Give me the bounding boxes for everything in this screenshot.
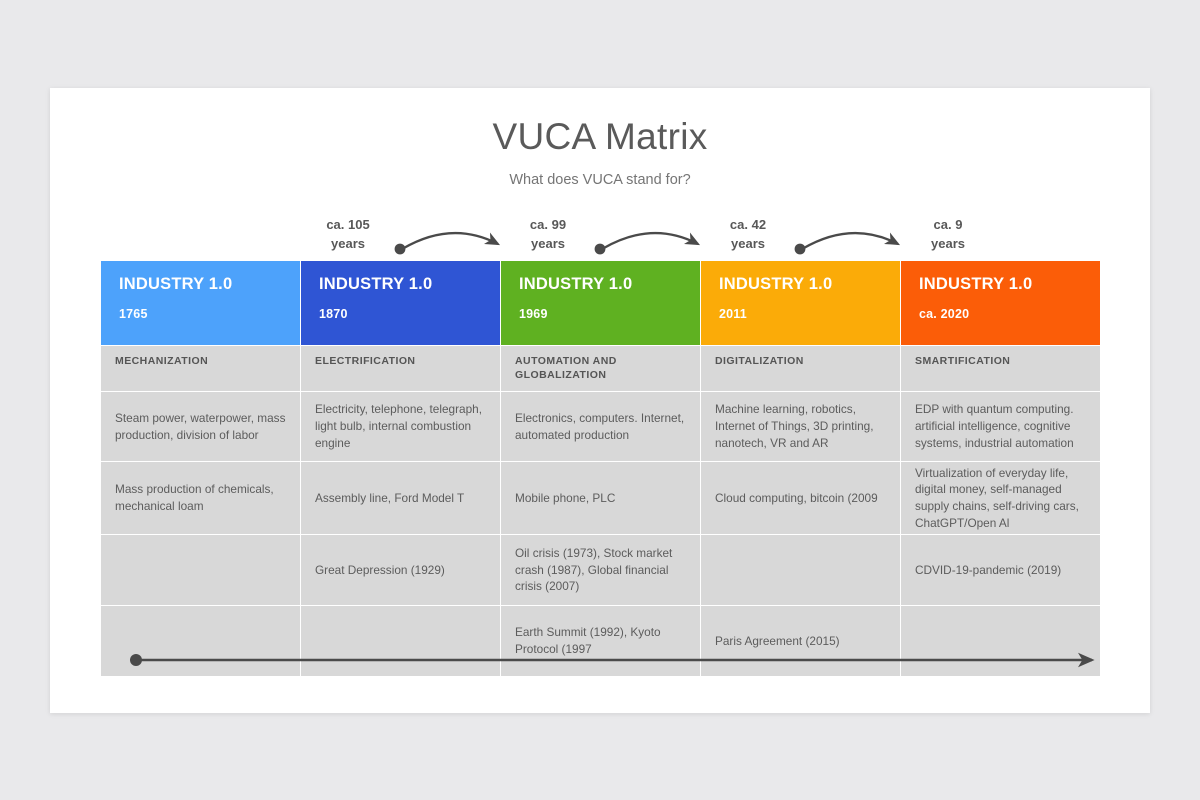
- cell-c2-r3-text: Great Depression (1929): [315, 562, 445, 577]
- cell-c1-r3: [101, 535, 300, 605]
- cell-c4-r3: [701, 535, 900, 605]
- column-label-3: AUTOMATION AND GLOBALIZATION: [501, 346, 700, 391]
- cell-c4-r4-text: Paris Agreement (2015): [715, 633, 840, 648]
- interval-label-3-line2: years: [731, 235, 765, 251]
- cell-c3-r3-text: Oil crisis (1973), Stock market crash (1…: [515, 545, 673, 594]
- cell-c5-r1: EDP with quantum computing. artificial i…: [901, 392, 1100, 461]
- interval-label-1-line1: ca. 105: [326, 217, 370, 232]
- column-header-2-title: INDUSTRY 1.0: [319, 275, 433, 293]
- interval-label-2: ca. 99 years: [500, 216, 596, 254]
- column-header-5-year: ca. 2020: [919, 307, 970, 322]
- interval-arrow-2: [594, 231, 701, 255]
- column-header-5-title: INDUSTRY 1.0: [919, 275, 1033, 293]
- cell-c3-r1: Electronics, computers. Internet, automa…: [501, 392, 700, 461]
- timeline-arrow: [100, 648, 1110, 672]
- column-header-4-year: 2011: [719, 307, 747, 322]
- column-header-3[interactable]: INDUSTRY 1.0 1969: [501, 261, 700, 345]
- interval-arrow-3: [794, 231, 901, 255]
- cell-c4-r2-text: Cloud computing, bitcoin (2009: [715, 490, 878, 505]
- interval-label-2-line2: years: [531, 235, 565, 251]
- cell-c4-r3-text: [715, 535, 886, 605]
- column-header-2-year: 1870: [319, 307, 348, 322]
- column-header-1[interactable]: INDUSTRY 1.0 1765: [101, 261, 300, 345]
- interval-label-4-line2: years: [931, 235, 965, 251]
- column-header-3-year: 1969: [519, 307, 548, 322]
- column-label-5: SMARTIFICATION: [901, 346, 1100, 391]
- column-header-1-year: 1765: [119, 307, 148, 322]
- cell-c5-r3: CDVID-19-pandemic (2019): [901, 535, 1100, 605]
- cell-c4-r4: Paris Agreement (2015): [701, 606, 900, 676]
- page-subtitle: What does VUCA stand for?: [509, 172, 691, 189]
- column-header-4[interactable]: INDUSTRY 1.0 2011: [701, 261, 900, 345]
- interval-arrows-svg: [394, 231, 901, 255]
- table-row: Mass production of chemicals, mechanical…: [101, 462, 1100, 534]
- column-label-1: MECHANIZATION: [101, 346, 300, 391]
- table-row-headers: INDUSTRY 1.0 1765 INDUSTRY 1.0 1870 INDU…: [101, 261, 1100, 345]
- table-row-labels: MECHANIZATION ELECTRIFICATION AUTOMATION…: [101, 346, 1100, 391]
- cell-c3-r2: Mobile phone, PLC: [501, 462, 700, 534]
- table-row: Earth Summit (1992), Kyoto Protocol (199…: [101, 606, 1100, 676]
- cell-c5-r2-text: Virtualization of everyday life, digital…: [915, 465, 1079, 530]
- interval-label-3: ca. 42 years: [700, 216, 796, 254]
- column-label-2: ELECTRIFICATION: [301, 346, 500, 391]
- cell-c3-r1-text: Electronics, computers. Internet, automa…: [515, 410, 685, 442]
- cell-c5-r4: [901, 606, 1100, 676]
- page-title: VUCA Matrix: [492, 116, 708, 157]
- table-row: Steam power, waterpower, mass production…: [101, 392, 1100, 461]
- interval-arrow-1: [394, 231, 501, 255]
- table-row: Great Depression (1929) Oil crisis (1973…: [101, 535, 1100, 605]
- interval-label-4-line1: ca. 9: [933, 217, 963, 232]
- cell-c4-r1-text: Machine learning, robotics, Internet of …: [715, 402, 874, 450]
- vuca-matrix-table: INDUSTRY 1.0 1765 INDUSTRY 1.0 1870 INDU…: [100, 260, 1101, 677]
- cell-c3-r4-text: Earth Summit (1992), Kyoto Protocol (199…: [515, 625, 661, 656]
- cell-c1-r1-text: Steam power, waterpower, mass production…: [115, 410, 286, 442]
- column-header-3-title: INDUSTRY 1.0: [519, 275, 633, 293]
- interval-label-3-line1: ca. 42: [729, 217, 767, 232]
- cell-c2-r1-text: Electricity, telephone, telegraph, light…: [315, 402, 482, 450]
- cell-c3-r2-text: Mobile phone, PLC: [515, 490, 616, 505]
- cell-c1-r2: Mass production of chemicals, mechanical…: [101, 462, 300, 534]
- interval-arrows-band: ca. 105 years ca. 99 years ca. 42 years …: [100, 216, 1100, 261]
- cell-c5-r3-text: CDVID-19-pandemic (2019): [915, 562, 1062, 577]
- interval-label-2-line1: ca. 99: [529, 217, 567, 232]
- interval-label-1-line2: years: [331, 235, 365, 251]
- cell-c5-r2: Virtualization of everyday life, digital…: [901, 462, 1100, 534]
- cell-c3-r4: Earth Summit (1992), Kyoto Protocol (199…: [501, 606, 700, 676]
- timeline-start-dot: [130, 654, 142, 666]
- cell-c3-r3: Oil crisis (1973), Stock market crash (1…: [501, 535, 700, 605]
- cell-c2-r4: [301, 606, 500, 676]
- cell-c1-r3-text: [115, 535, 286, 605]
- cell-c2-r3: Great Depression (1929): [301, 535, 500, 605]
- cell-c1-r1: Steam power, waterpower, mass production…: [101, 392, 300, 461]
- cell-c4-r1: Machine learning, robotics, Internet of …: [701, 392, 900, 461]
- interval-label-1: ca. 105 years: [300, 216, 396, 254]
- column-header-2[interactable]: INDUSTRY 1.0 1870: [301, 261, 500, 345]
- slide-canvas: VUCA Matrix What does VUCA stand for?: [50, 88, 1150, 713]
- cell-c4-r2: Cloud computing, bitcoin (2009: [701, 462, 900, 534]
- cell-c1-r2-text: Mass production of chemicals, mechanical…: [115, 482, 274, 513]
- cell-c2-r2-text: Assembly line, Ford Model T: [315, 490, 465, 505]
- column-header-4-title: INDUSTRY 1.0: [719, 275, 833, 293]
- cell-c2-r2: Assembly line, Ford Model T: [301, 462, 500, 534]
- column-header-1-title: INDUSTRY 1.0: [119, 275, 233, 293]
- interval-label-4: ca. 9 years: [900, 216, 996, 254]
- timeline-arrow-svg: [130, 652, 1095, 668]
- column-label-4: DIGITALIZATION: [701, 346, 900, 391]
- cell-c5-r1-text: EDP with quantum computing. artificial i…: [915, 402, 1074, 450]
- column-header-5[interactable]: INDUSTRY 1.0 ca. 2020: [901, 261, 1100, 345]
- cell-c2-r1: Electricity, telephone, telegraph, light…: [301, 392, 500, 461]
